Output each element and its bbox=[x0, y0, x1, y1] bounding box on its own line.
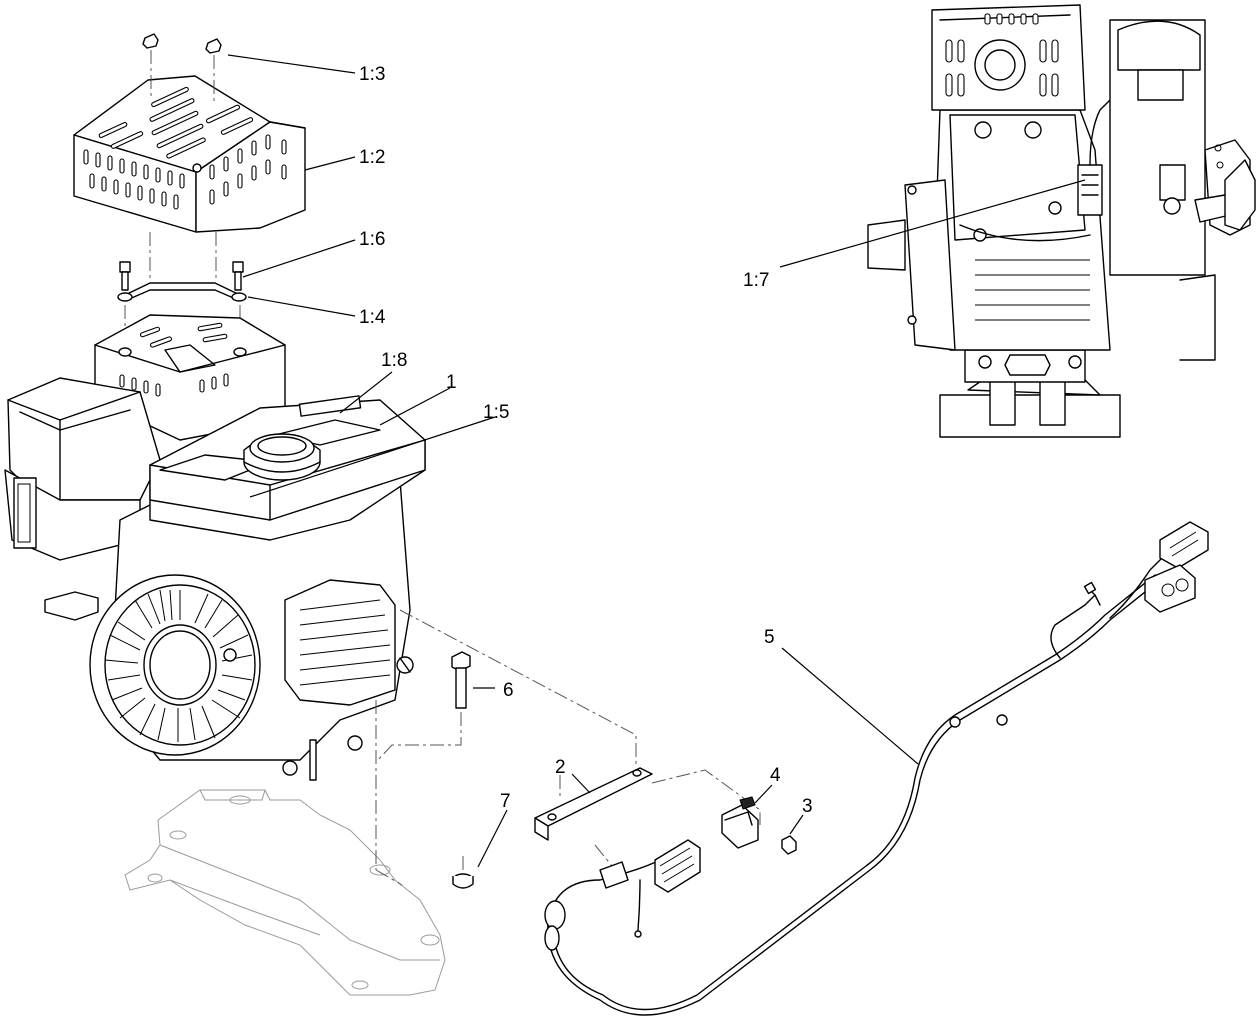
engine-body bbox=[44, 395, 426, 781]
engine-mount-nut bbox=[452, 855, 474, 889]
sensor-switch bbox=[721, 796, 797, 855]
callout-1-4: 1:4 bbox=[359, 307, 386, 328]
callout-2: 2 bbox=[555, 757, 566, 778]
assembly-lines bbox=[375, 609, 761, 886]
callout-7: 7 bbox=[500, 791, 511, 812]
leader-lines bbox=[227, 54, 1086, 868]
callout-1-3: 1:3 bbox=[359, 64, 385, 85]
sensor-bracket bbox=[534, 767, 653, 841]
callout-4: 4 bbox=[770, 765, 781, 786]
engine-mount-bolt bbox=[377, 651, 471, 761]
callout-1-8: 1:8 bbox=[381, 350, 407, 371]
air-cleaner bbox=[4, 377, 161, 561]
engine-side-view bbox=[867, 4, 1256, 438]
shield-bracket bbox=[117, 261, 247, 345]
wire-harness bbox=[544, 521, 1209, 1016]
callout-1-5: 1:5 bbox=[483, 402, 509, 423]
heat-shield-top-slots bbox=[98, 86, 254, 159]
callout-1-7: 1:7 bbox=[743, 270, 769, 291]
side-view-shroud-slots bbox=[945, 13, 1059, 97]
callout-5: 5 bbox=[764, 627, 775, 648]
callout-1-6: 1:6 bbox=[359, 229, 385, 250]
heat-shield bbox=[73, 75, 306, 233]
callout-1-2: 1:2 bbox=[359, 147, 385, 168]
callout-6: 6 bbox=[503, 680, 514, 701]
heat-shield-bolts bbox=[142, 33, 222, 280]
callout-1: 1 bbox=[446, 372, 457, 393]
recoil-starter bbox=[89, 574, 261, 756]
callout-labels: 1:3 1:2 1:6 1:4 1:8 1 1:5 1:7 6 2 7 4 3 … bbox=[359, 64, 813, 817]
heat-shield-front-slots bbox=[83, 134, 287, 210]
muffler-slots bbox=[119, 322, 229, 397]
callout-3: 3 bbox=[802, 796, 813, 817]
engine-mount-plate bbox=[124, 789, 446, 996]
